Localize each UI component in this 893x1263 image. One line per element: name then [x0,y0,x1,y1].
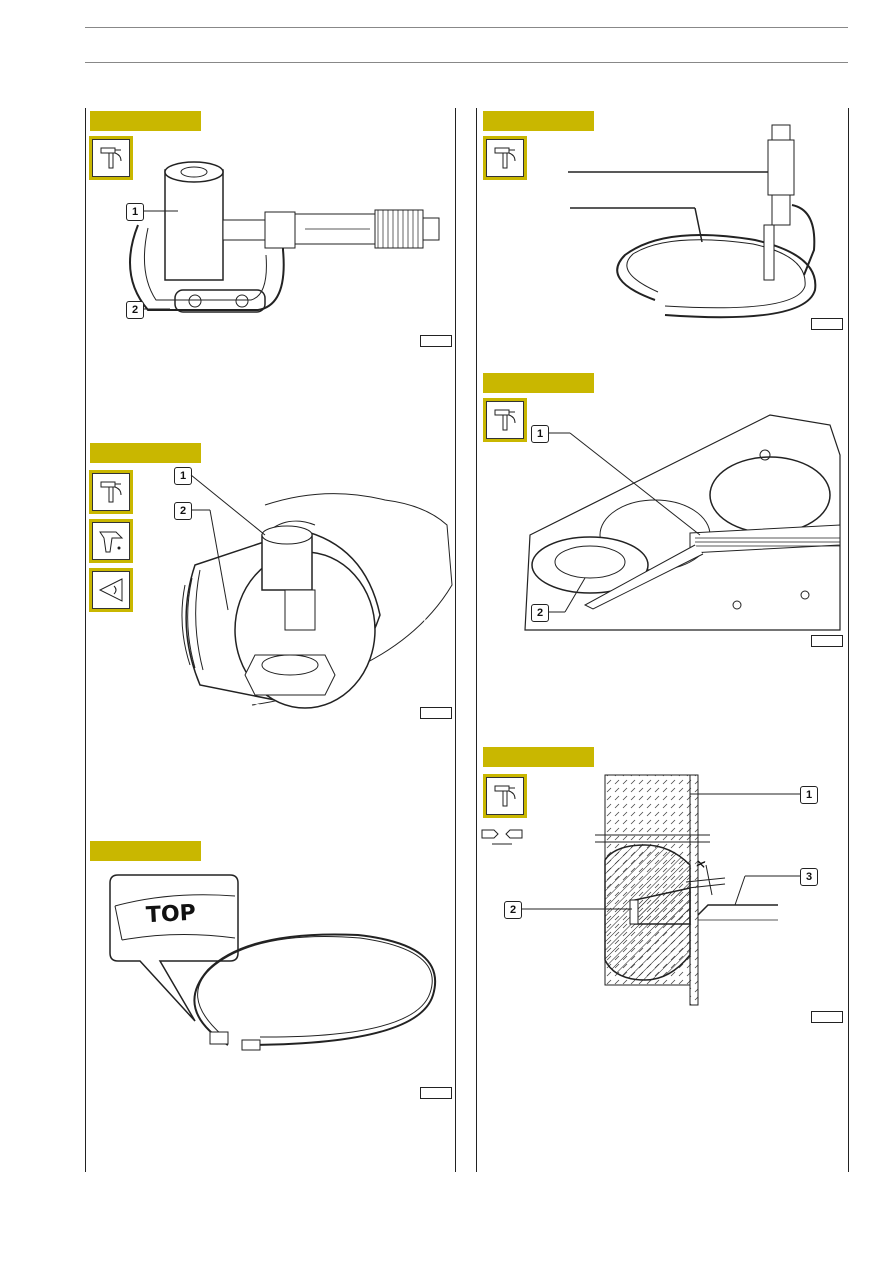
center-column-border-b [476,108,477,1172]
oil-can-icon [89,519,133,563]
figure-title-bar [90,841,201,861]
figure-title-bar [483,373,594,393]
measure-tool-icon [483,774,527,818]
figure-number-box [420,707,452,719]
figure-number-box [811,1011,843,1023]
right-column-border [848,108,849,1172]
figure-title-bar [90,111,201,131]
measure-tool-icon [483,136,527,180]
callout-1: 1 [531,425,549,443]
callout-1: 1 [126,203,144,221]
header-rule-top [85,27,848,28]
figure-number-box [811,318,843,330]
measure-tool-icon [89,470,133,514]
figure-number-box [420,335,452,347]
callout-3: 3 [800,868,818,886]
ring-groove-section-illustration [595,774,778,1006]
measure-tool-icon [483,398,527,442]
eye-inspection-icon [89,568,133,612]
figure-title-bar [483,111,594,131]
measure-tool-icon [89,136,133,180]
figure-number-box [811,635,843,647]
figure-title-bar [90,443,201,463]
left-column-border [85,108,86,1172]
header-rule-bottom [85,62,848,63]
callout-1: 1 [174,467,192,485]
ring-micrometer-illustration [568,124,817,319]
callout-2: 2 [504,901,522,919]
callout-1: 1 [800,786,818,804]
clearance-arrows-icon [481,829,523,845]
figure-title-bar [483,747,594,767]
callout-2: 2 [531,604,549,622]
micrometer-pin-illustration [129,161,440,313]
figure-number-box [420,1087,452,1099]
feeler-gauge-block-illustration [524,414,841,631]
piston-ring-top-illustration [109,874,437,1051]
center-column-border-a [455,108,456,1172]
callout-2: 2 [126,301,144,319]
callout-2: 2 [174,502,192,520]
piston-pin-illustration [174,493,453,711]
